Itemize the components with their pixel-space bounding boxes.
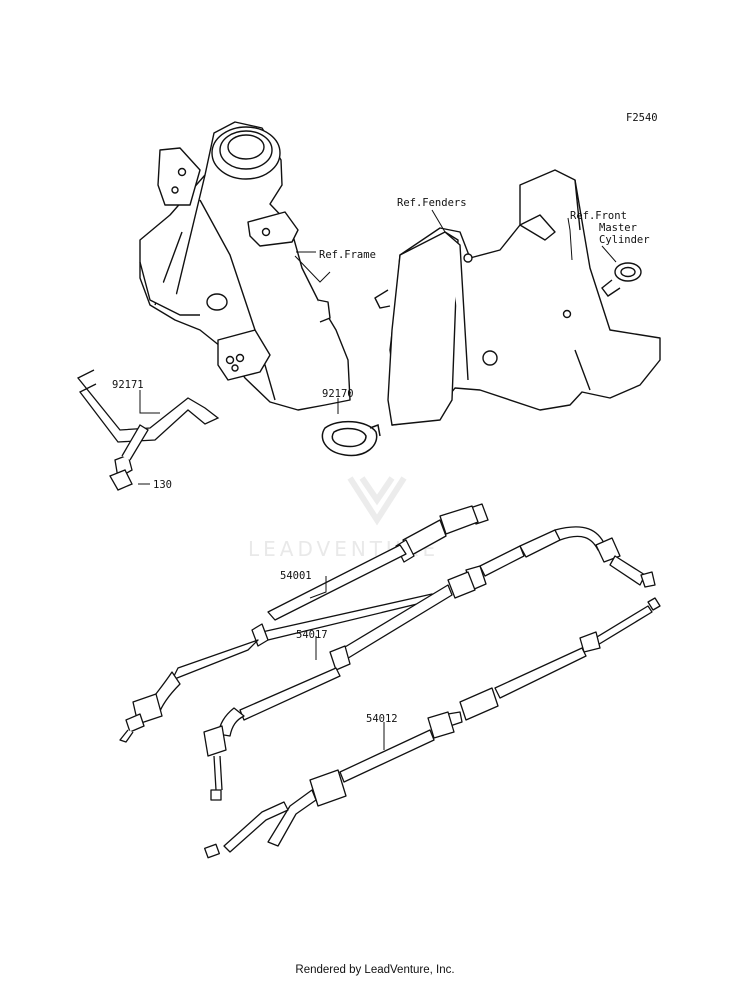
rod-92171 (76, 369, 220, 443)
part-92170-label: 92170 (322, 388, 354, 400)
grommet-92170 (321, 420, 381, 457)
bolt-130 (109, 424, 149, 491)
footer-credit: Rendered by LeadVenture, Inc. (295, 964, 455, 976)
figure-code: F2540 (626, 112, 658, 124)
watermark-logo (347, 476, 407, 526)
master-cylinder-fitting (601, 262, 642, 297)
ref-front-label: Ref.Front (570, 210, 627, 222)
ref-master-label: Master (599, 222, 637, 234)
leader-lines (138, 209, 617, 750)
part-92171-label: 92171 (112, 379, 144, 391)
cable-54001 (119, 503, 489, 743)
part-54001-label: 54001 (280, 570, 312, 582)
ref-frame-label: Ref.Frame (319, 249, 376, 261)
part-54017-label: 54017 (296, 629, 328, 641)
part-54012-label: 54012 (366, 713, 398, 725)
fender-bracket-drawing (374, 169, 661, 426)
ref-cylinder-label: Cylinder (599, 234, 650, 246)
part-130-label: 130 (153, 479, 172, 491)
ref-fenders-label: Ref.Fenders (397, 197, 467, 209)
cable-54012 (204, 597, 661, 859)
frame-head-tube-drawing (139, 121, 351, 411)
cable-54017 (203, 526, 656, 801)
